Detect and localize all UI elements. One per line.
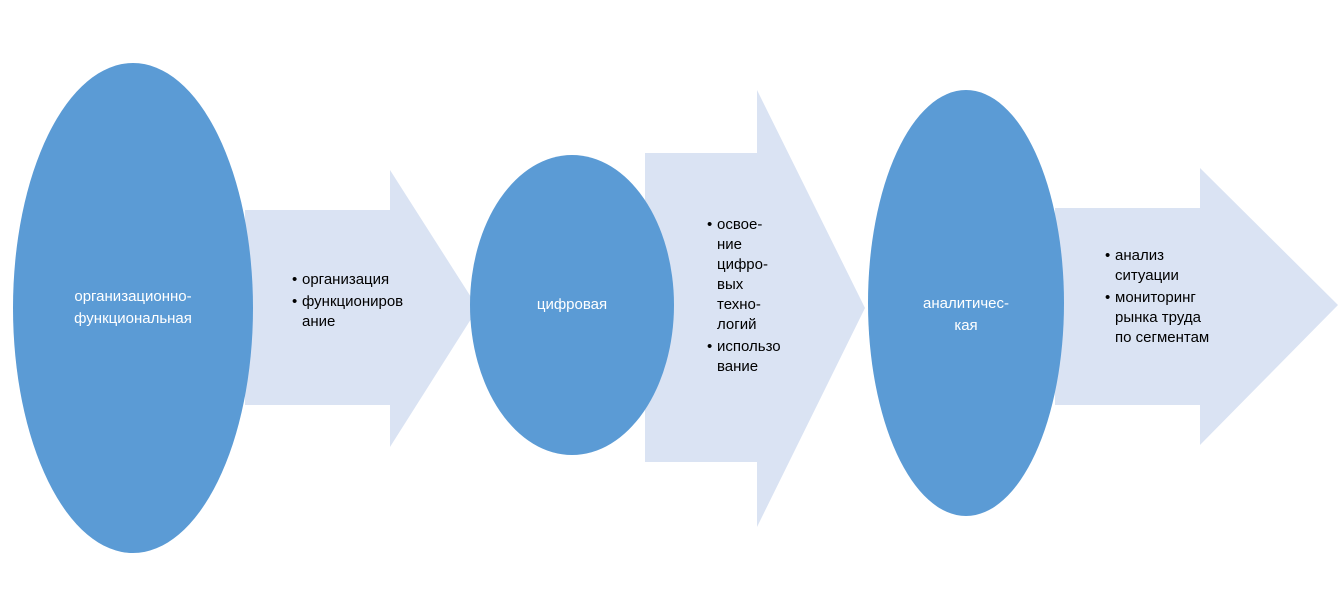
stage-3-items: анализ ситуации мониторинг рынка труда п… (1105, 246, 1275, 350)
stage-2-label: цифровая (536, 296, 608, 313)
ellipse-3 (868, 90, 1064, 516)
stage-3-label: аналитичес- кая (922, 295, 1009, 334)
stage-1-items: организация функциониров ание (292, 270, 462, 334)
list-item: мониторинг рынка труда по сегментам (1105, 288, 1275, 348)
stage-1-label: организационно- функциональная (74, 288, 192, 327)
list-item: использо вание (707, 337, 827, 377)
list-item: анализ ситуации (1105, 246, 1275, 286)
list-item: функциониров ание (292, 292, 462, 332)
stage-2-items: освое- ние цифро- вых техно- логий испол… (707, 215, 827, 379)
list-item: освое- ние цифро- вых техно- логий (707, 215, 827, 335)
ellipse-2 (470, 155, 674, 455)
list-item: организация (292, 270, 462, 290)
ellipse-1 (13, 63, 253, 553)
